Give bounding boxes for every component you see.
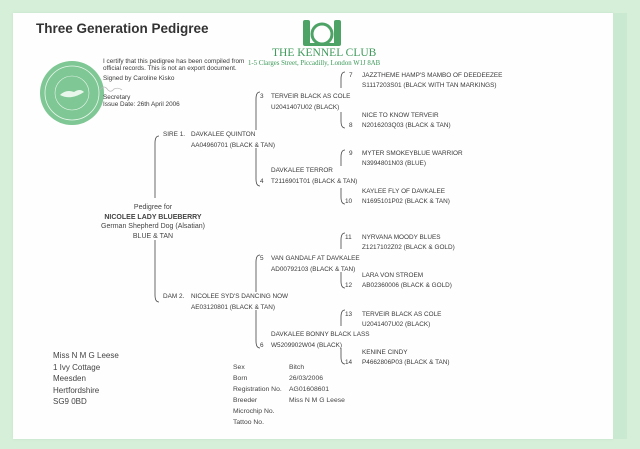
signature [99, 86, 123, 92]
owner-address-line: 1 Ivy Cottage [53, 362, 101, 372]
ancestor-registration: N3994801N03 (BLUE) [362, 160, 426, 167]
ancestor-name: DAVKALEE TERROR [271, 167, 333, 174]
ancestor-number: 9 [349, 150, 353, 157]
subject-name: NICOLEE LADY BLUEBERRY [104, 213, 202, 221]
pedigree-brace [255, 254, 261, 292]
ancestor-name: NYRVANA MOODY BLUES [362, 234, 441, 241]
detail-label: Breeder [233, 397, 258, 404]
ancestor-number: 11 [345, 234, 352, 241]
pedigree-brace [340, 272, 346, 289]
subject-breed: German Shepherd Dog (Alsatian) [101, 223, 205, 230]
issue-date: Issue Date: 26th April 2006 [103, 101, 180, 108]
details-labels: Sex Born Registration No. Breeder Microc… [233, 362, 282, 428]
detail-label: Sex [233, 364, 245, 371]
ancestor-registration: AD00792103 (BLACK & TAN) [271, 266, 356, 273]
certificate-seal-icon [40, 61, 104, 125]
ancestor-registration: U2041407U02 (BLACK) [362, 321, 431, 328]
detail-value: Miss N M G Leese [289, 397, 345, 404]
ancestor-registration: P4662806P03 (BLACK & TAN) [362, 359, 450, 366]
pedigree-brace [154, 240, 160, 303]
ancestor-name: DAVKALEE BONNY BLACK LASS [271, 331, 370, 338]
ancestor-registration: U2041407U02 (BLACK) [271, 104, 340, 111]
owner-postcode: SG9 0BD [53, 397, 87, 406]
subject-block: Pedigree for NICOLEE LADY BLUEBERRY Germ… [73, 203, 233, 241]
ancestor-name: NICOLEE SYD'S DANCING NOW [191, 293, 289, 300]
ancestor-registration: Z1217102Z02 (BLACK & GOLD) [362, 244, 455, 251]
ancestor-number: 14 [345, 359, 353, 366]
kennel-club-crest-icon [303, 20, 341, 46]
ancestor-number: 5 [260, 255, 264, 262]
ancestor-registration: AE03120801 (BLACK & TAN) [191, 304, 275, 311]
parent-label: DAM 2. [163, 293, 185, 300]
certification-text-1: I certify that this pedigree has been co… [103, 58, 245, 65]
subject-prefix: Pedigree for [133, 204, 173, 211]
signed-by: Signed by Caroline Kisko [103, 75, 175, 82]
ancestor-registration: T2116901T01 (BLACK & TAN) [271, 178, 358, 185]
pedigree-sheet [13, 13, 613, 439]
detail-label: Registration No. [233, 386, 282, 393]
ancestor-registration: AB02360006 (BLACK & GOLD) [362, 282, 452, 289]
pedigree-brace [154, 135, 160, 198]
page-border [613, 13, 627, 439]
owner-name: Miss N M G Leese [53, 351, 119, 360]
ancestor-registration: N1695101P02 (BLACK & TAN) [362, 198, 450, 205]
ancestor-registration: W5209902W04 (BLACK) [271, 342, 343, 349]
ancestor-name: KENINE CINDY [362, 349, 408, 356]
pedigree-brace [340, 71, 346, 88]
kennel-club-address: 1-5 Clarges Street, Piccadilly, London W… [248, 60, 381, 67]
ancestor-name: KAYLEE FLY OF DAVKALEE [362, 188, 445, 195]
detail-value: 26/03/2006 [289, 375, 324, 382]
owner-address-line: Hertfordshire [53, 385, 100, 395]
ancestor-number: 7 [349, 72, 353, 79]
ancestor-name: LARA VON STROEM [362, 272, 424, 279]
pedigree-brace [340, 188, 346, 205]
parent-label: SIRE 1. [163, 131, 186, 138]
ancestor-name: JAZZTHEME HAMP'S MAMBO OF DEEDEEZEE [362, 72, 503, 79]
ancestor-name: TERVEIR BLACK AS COLE [362, 311, 442, 318]
ancestor-name: DAVKALEE QUINTON [191, 131, 256, 138]
ancestor-number: 10 [345, 198, 353, 205]
ancestor-number: 6 [260, 342, 264, 349]
ancestor-name: VAN GANDALF AT DAVKALEE [271, 255, 360, 262]
owner-address: Miss N M G Leese 1 Ivy Cottage Meesden H… [53, 350, 119, 408]
pedigree-brace [340, 232, 346, 249]
ancestor-registration: AA04960701 (BLACK & TAN) [191, 142, 275, 149]
pedigree-brace [255, 91, 261, 130]
page-title: Three Generation Pedigree [36, 21, 209, 36]
ancestor-registration: N2016203Q03 (BLACK & TAN) [362, 122, 451, 129]
detail-label: Microchip No. [233, 408, 275, 415]
detail-value: Bitch [289, 364, 305, 371]
pedigree-brace [340, 112, 346, 129]
ancestor-number: 13 [345, 311, 353, 318]
ancestor-name: MYTER SMOKEYBLUE WARRIOR [362, 150, 463, 157]
detail-value: AG01608601 [289, 386, 330, 393]
detail-label: Tattoo No. [233, 419, 264, 426]
kennel-club-name: THE KENNEL CLUB [272, 47, 377, 59]
ancestor-number: 3 [260, 93, 264, 100]
certification-text-2: official records. This is not an export … [103, 65, 237, 72]
pedigree-brace [255, 148, 261, 187]
detail-label: Born [233, 375, 248, 382]
pedigree-brace [340, 348, 346, 365]
ancestor-number: 12 [345, 282, 353, 289]
owner-address-line: Meesden [53, 374, 86, 383]
ancestor-registration: S1117203S01 (BLACK WITH TAN MARKINGS) [362, 82, 497, 89]
pedigree-brace [340, 149, 346, 166]
ancestor-number: 8 [349, 122, 353, 129]
ancestor-number: 4 [260, 178, 264, 185]
pedigree-brace [340, 309, 346, 326]
ancestor-name: TERVEIR BLACK AS COLE [271, 93, 351, 100]
details-values: Bitch 26/03/2006 AG01608601 Miss N M G L… [289, 362, 345, 406]
signer-role: Secretary [103, 94, 131, 101]
pedigree-brace [255, 310, 261, 349]
ancestor-name: NICE TO KNOW TERVEIR [362, 112, 439, 119]
subject-colour: BLUE & TAN [132, 232, 174, 240]
